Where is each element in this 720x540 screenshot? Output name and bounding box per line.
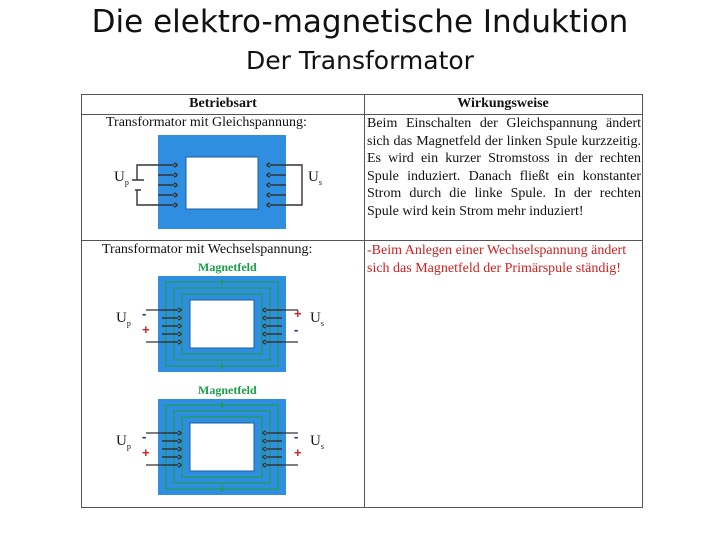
primary-wire [146, 309, 162, 343]
secondary-coil [266, 162, 286, 208]
secondary-wire [286, 164, 303, 206]
secondary-sign-bottom: + [294, 445, 302, 460]
mode-ac-label: Transformator mit Wechselspannung: [102, 242, 313, 257]
field-lines [165, 279, 279, 369]
field-lines [165, 402, 279, 492]
primary-voltage-label: Up [114, 169, 129, 187]
description-dc: Beim Einschalten der Gleichspannung ände… [367, 116, 641, 219]
row-divider [82, 240, 642, 241]
column-divider [364, 95, 365, 507]
primary-sign-bottom: + [142, 445, 150, 460]
primary-voltage-label: Up [116, 310, 131, 328]
core-window [189, 299, 255, 349]
magnetfeld-label: Magnetfeld [198, 383, 257, 397]
transformer-dc-diagram: Up Us [102, 135, 342, 235]
comparison-table: Betriebsart Wirkungsweise Transformator … [81, 94, 643, 508]
slide-title: Die elektro-magnetische Induktion [91, 4, 629, 40]
primary-coil [162, 430, 182, 468]
slide-subtitle: Der Transformator [246, 46, 474, 75]
secondary-wire [282, 309, 298, 343]
primary-wire [136, 164, 158, 206]
secondary-sign-top: + [294, 306, 302, 321]
secondary-wire [282, 432, 298, 466]
dc-source-symbol [132, 179, 144, 191]
core-window [189, 422, 255, 472]
secondary-sign-top: - [294, 429, 299, 444]
primary-sign-top: - [142, 306, 147, 321]
description-ac: -Beim Anlegen einer Wechselspannung ände… [367, 243, 627, 276]
secondary-voltage-label: Us [310, 310, 324, 328]
header-betriebsart: Betriebsart [189, 96, 257, 111]
primary-sign-top: - [142, 429, 147, 444]
magnetfeld-label: Magnetfeld [198, 260, 257, 274]
header-wirkungsweise: Wirkungsweise [457, 96, 549, 111]
secondary-voltage-label: Us [310, 433, 324, 451]
secondary-sign-bottom: - [294, 322, 299, 337]
secondary-coil [262, 307, 282, 345]
primary-sign-bottom: + [142, 322, 150, 337]
secondary-coil [262, 430, 282, 468]
primary-coil [162, 307, 182, 345]
secondary-voltage-label: Us [308, 169, 322, 187]
primary-voltage-label: Up [116, 433, 131, 451]
header-divider [82, 114, 642, 115]
mode-dc-label: Transformator mit Gleichspannung: [106, 115, 307, 130]
primary-coil [158, 162, 178, 208]
primary-wire [146, 432, 162, 466]
core-window [185, 156, 259, 210]
